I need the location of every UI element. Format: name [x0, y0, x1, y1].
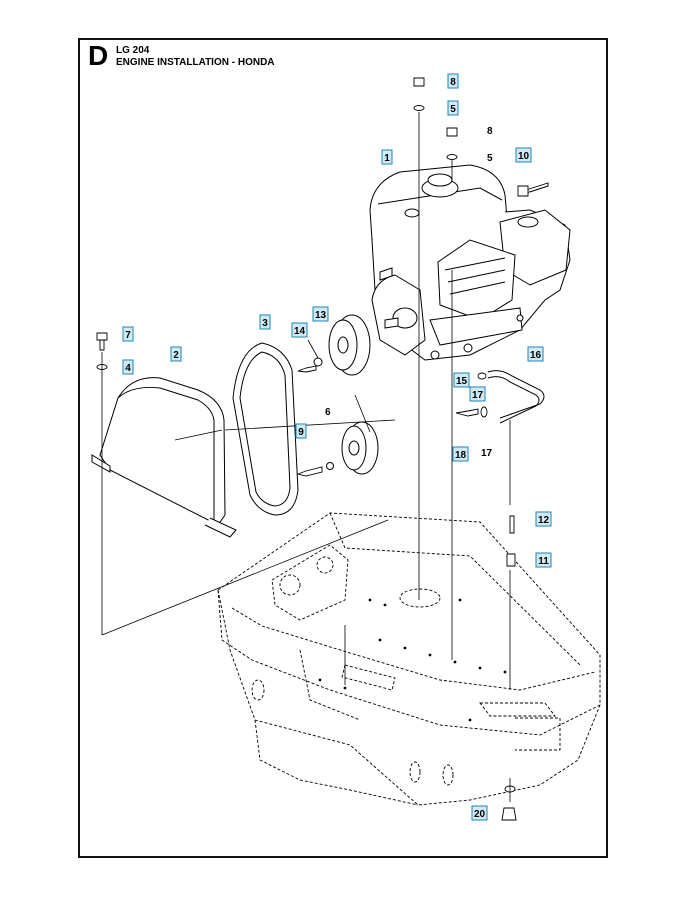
throttle-line — [487, 370, 545, 424]
fasteners — [96, 77, 549, 821]
svg-text:18: 18 — [455, 450, 467, 461]
base-frame — [217, 512, 601, 806]
svg-text:15: 15 — [456, 376, 468, 387]
callout-16[interactable]: 16 — [527, 346, 544, 362]
callout-2[interactable]: 2 — [170, 346, 182, 362]
callout-3[interactable]: 3 — [259, 314, 271, 330]
callout-14[interactable]: 14 — [291, 322, 308, 338]
leader-lines — [101, 112, 549, 802]
callout-6: 6 — [325, 407, 331, 418]
svg-text:20: 20 — [474, 809, 486, 820]
svg-text:9: 9 — [298, 427, 304, 438]
svg-text:11: 11 — [538, 556, 549, 567]
engine — [369, 164, 571, 361]
model-name: LG 204 — [116, 45, 150, 56]
callout-17-lower: 17 — [481, 448, 493, 459]
svg-text:13: 13 — [315, 310, 327, 321]
section-letter: D — [88, 40, 109, 71]
callout-17-upper[interactable]: 17 — [469, 386, 486, 402]
callout-20[interactable]: 20 — [471, 805, 488, 821]
svg-text:4: 4 — [125, 363, 131, 374]
svg-text:6: 6 — [325, 407, 331, 418]
svg-text:10: 10 — [518, 151, 530, 162]
callout-1[interactable]: 1 — [381, 149, 393, 165]
callout-8-top[interactable]: 8 — [447, 73, 459, 89]
frame-holes — [318, 598, 507, 722]
svg-text:8: 8 — [450, 77, 456, 88]
callout-13[interactable]: 13 — [312, 306, 329, 322]
svg-text:7: 7 — [125, 330, 131, 341]
svg-text:3: 3 — [262, 318, 268, 329]
callout-15[interactable]: 15 — [453, 372, 470, 388]
svg-text:16: 16 — [530, 350, 542, 361]
upper-pulley — [313, 314, 371, 376]
svg-text:12: 12 — [538, 515, 550, 526]
v-belt — [232, 342, 299, 516]
callout-4[interactable]: 4 — [122, 359, 134, 375]
belt-guard — [91, 377, 237, 538]
svg-text:2: 2 — [173, 350, 179, 361]
lower-pulley — [326, 421, 379, 475]
svg-text:1: 1 — [384, 153, 390, 164]
callout-18[interactable]: 18 — [452, 446, 469, 462]
svg-text:5: 5 — [487, 153, 493, 164]
diagram-title: ENGINE INSTALLATION - HONDA — [116, 57, 275, 68]
svg-text:14: 14 — [294, 326, 306, 337]
callout-7[interactable]: 7 — [122, 326, 134, 342]
callout-9[interactable]: 9 — [295, 423, 307, 439]
frame-bracket — [271, 544, 349, 621]
callout-12[interactable]: 12 — [535, 511, 552, 527]
callout-8-lower: 8 — [487, 126, 493, 137]
svg-text:17: 17 — [472, 390, 484, 401]
svg-text:5: 5 — [450, 104, 456, 115]
callout-10[interactable]: 10 — [515, 147, 532, 163]
callout-5-lower: 5 — [487, 153, 493, 164]
callout-5-top[interactable]: 5 — [447, 100, 459, 116]
callout-11[interactable]: 11 — [535, 552, 552, 568]
svg-text:17: 17 — [481, 448, 493, 459]
drawing-frame — [78, 38, 608, 858]
svg-text:8: 8 — [487, 126, 493, 137]
